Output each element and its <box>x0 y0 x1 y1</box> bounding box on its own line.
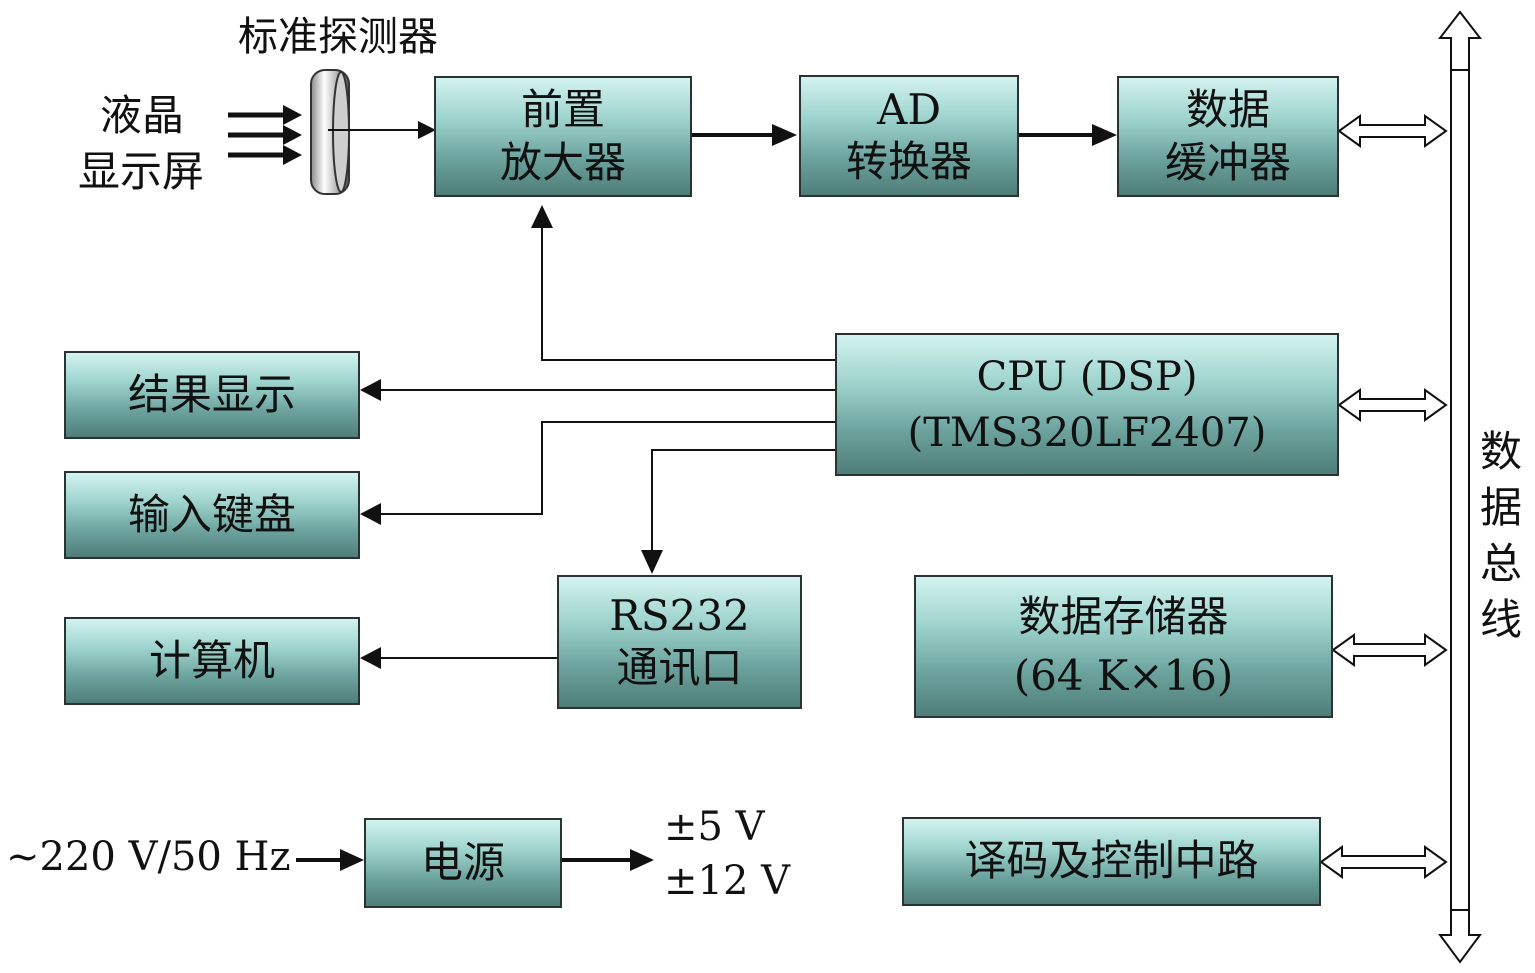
decoder-control-box: 译码及控制中路 <box>902 817 1321 906</box>
bus-link-buffer <box>1337 114 1448 148</box>
cpu-box: CPU (DSP) (TMS320LF2407) <box>835 333 1339 476</box>
bus-link-decoder <box>1319 845 1448 879</box>
arrow-rs232-to-computer <box>360 647 557 669</box>
bus-label-char-3: 总 <box>1479 539 1522 588</box>
arrow-preamp-to-ad <box>692 124 797 146</box>
arrow-cpu-to-result <box>360 379 836 401</box>
bus-link-cpu <box>1337 388 1448 422</box>
preamp-line2: 放大器 <box>499 137 626 187</box>
power-supply-box: 电源 <box>364 818 562 908</box>
buffer-line2: 缓冲器 <box>1164 137 1291 187</box>
bus-label-char-4: 线 <box>1479 595 1522 644</box>
arrow-ad-to-buffer <box>1019 124 1117 146</box>
data-bus-label: 数 据 总 线 <box>1478 424 1524 648</box>
ad-line2: 转换器 <box>845 137 972 186</box>
preamp-box: 前置 放大器 <box>434 76 692 197</box>
ad-converter-box: AD 转换器 <box>799 75 1019 197</box>
decoder-label: 译码及控制中路 <box>964 836 1259 886</box>
arrow-cpu-to-preamp <box>531 205 836 361</box>
bus-link-memory <box>1331 633 1448 667</box>
data-memory-box: 数据存储器 (64 K×16) <box>914 575 1333 718</box>
keyboard-box: 输入键盘 <box>64 471 360 559</box>
computer-box: 计算机 <box>64 617 360 705</box>
arrow-power-output <box>562 849 654 871</box>
bus-label-char-2: 据 <box>1479 483 1522 532</box>
bus-label-char-1: 数 <box>1479 427 1522 476</box>
lcd-screen-label-line2: 显示屏 <box>78 147 205 196</box>
arrow-detector-to-preamp <box>328 121 436 139</box>
power-label: 电源 <box>420 837 505 887</box>
result-display-box: 结果显示 <box>64 351 360 439</box>
detector-label: 标准探测器 <box>238 14 438 60</box>
power-output-12v: ±12 V <box>664 858 791 904</box>
cpu-line2: (TMS320LF2407) <box>907 409 1267 456</box>
keyboard-label: 输入键盘 <box>127 489 296 539</box>
ad-line1: AD <box>876 84 941 134</box>
computer-label: 计算机 <box>148 635 275 685</box>
arrow-mains-to-power <box>296 849 364 871</box>
data-bus-arrow <box>1437 10 1483 964</box>
mains-input-label: ~220 V/50 Hz <box>6 834 291 880</box>
memory-line1: 数据存储器 <box>1018 591 1229 641</box>
lcd-screen-label-line1: 液晶 <box>100 91 185 140</box>
data-buffer-box: 数据 缓冲器 <box>1117 76 1339 197</box>
cpu-line1: CPU (DSP) <box>976 353 1198 400</box>
buffer-line1: 数据 <box>1185 85 1270 134</box>
arrow-cpu-to-keyboard <box>360 421 836 525</box>
light-input-arrows <box>228 105 302 165</box>
rs232-line2: 通讯口 <box>616 643 743 692</box>
result-label: 结果显示 <box>127 369 296 419</box>
preamp-line1: 前置 <box>520 85 605 134</box>
memory-line2: (64 K×16) <box>1013 650 1234 700</box>
detector-lens-icon <box>310 69 350 195</box>
arrow-cpu-to-rs232 <box>641 449 836 574</box>
rs232-line1: RS232 <box>609 590 750 640</box>
rs232-box: RS232 通讯口 <box>557 575 802 709</box>
power-output-5v: ±5 V <box>664 804 765 850</box>
